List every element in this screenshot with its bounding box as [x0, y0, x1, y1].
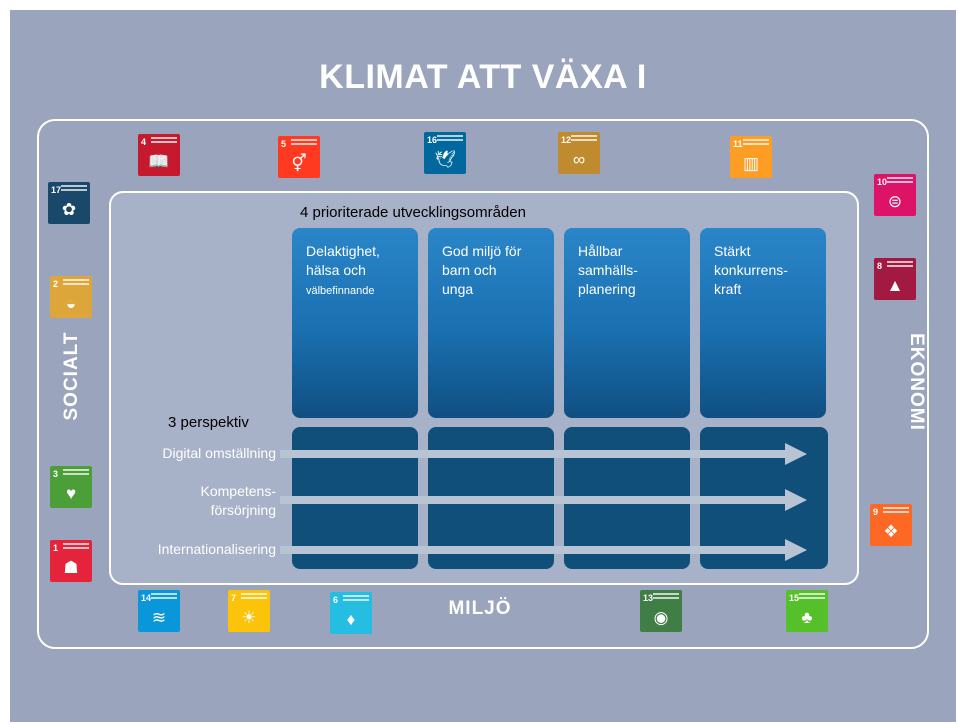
- sdg-1-tile: 1☗: [50, 540, 92, 582]
- priority-area-4: Stärkt konkurrens- kraft: [700, 228, 826, 418]
- arrow-digital: [280, 450, 785, 458]
- perspective-kompetens: Kompetens- försörjning: [200, 483, 276, 518]
- sdg-number: 7: [231, 593, 237, 603]
- gender-icon: ⚥: [291, 154, 307, 173]
- priority-area-1: Delaktighet, hälsa och välbefinnande: [292, 228, 418, 418]
- sdg-number: 11: [733, 139, 743, 149]
- sdg-11-tile: 11 ▥: [730, 136, 772, 178]
- sdg-7-tile: 7☀: [228, 590, 270, 632]
- sdg-caption-lines: [291, 139, 317, 141]
- arrowhead-digital: [785, 443, 807, 465]
- water-icon: ♦: [346, 610, 356, 629]
- sdg-number: 2: [53, 279, 59, 289]
- sdg-number: 15: [789, 593, 800, 603]
- priority-area-label: God miljö för barn och unga: [442, 243, 522, 297]
- sdg-6-tile: 6♦: [330, 592, 372, 634]
- sdg-number: 12: [561, 135, 572, 145]
- sdg-caption-lines: [151, 593, 177, 595]
- slide-background: KLIMAT ATT VÄXA I SOCIALT EKONOMI MILJÖ …: [10, 10, 956, 722]
- city-icon: ▥: [742, 154, 760, 173]
- bowl-icon: ◒: [65, 294, 77, 313]
- growth-icon: ▲: [886, 276, 904, 295]
- arrow-internationalisering: [280, 546, 785, 554]
- sustainability-frame: [37, 119, 929, 649]
- sdg-caption-lines: [151, 137, 177, 139]
- sdg-number: 10: [877, 177, 888, 187]
- sdg-caption-lines: [799, 593, 825, 595]
- sdg-caption-lines: [63, 469, 89, 471]
- priority-area-3: Hållbar samhälls- planering: [564, 228, 690, 418]
- sdg-5-tile: 5⚥: [278, 136, 320, 178]
- heartbeat-icon: ♥: [65, 484, 77, 503]
- sdg-caption-lines: [887, 261, 913, 263]
- arrow-kompetens: [280, 496, 785, 504]
- perspective-digital: Digital omställning: [162, 445, 276, 461]
- sdg-number: 13: [643, 593, 654, 603]
- sdg-number: 3: [53, 469, 59, 479]
- perspective-internationalisering: Internationalisering: [157, 541, 276, 557]
- priority-area-2: God miljö för barn och unga: [428, 228, 554, 418]
- flower-icon: ✿: [61, 200, 77, 219]
- ekonomi-label: EKONOMI: [906, 333, 927, 431]
- sdg-number: 5: [281, 139, 287, 149]
- dove-icon: 🕊: [434, 150, 456, 169]
- perspective-heading: 3 perspektiv: [168, 414, 249, 431]
- sdg-number: 8: [877, 261, 883, 271]
- arrowhead-internationalisering: [785, 539, 807, 561]
- sdg-caption-lines: [63, 279, 89, 281]
- sdg-caption-lines: [61, 185, 87, 187]
- sdg-10-tile: 10 ⊜: [874, 174, 916, 216]
- sun-icon: ☀: [241, 608, 257, 627]
- priority-heading: 4 prioriterade utvecklingsområden: [300, 204, 526, 221]
- sdg-12-tile: 12∞: [558, 132, 600, 174]
- sdg-number: 1: [53, 543, 59, 553]
- sdg-caption-lines: [887, 177, 913, 179]
- sdg-number: 6: [333, 595, 339, 605]
- sdg-caption-lines: [653, 593, 679, 595]
- sdg-caption-lines: [571, 135, 597, 137]
- sdg-number: 4: [141, 137, 147, 147]
- sdg-number: 16: [427, 135, 438, 145]
- book-icon: 📖: [148, 152, 170, 171]
- priority-area-label: Stärkt konkurrens- kraft: [714, 243, 788, 297]
- sdg-15-tile: 15♣: [786, 590, 828, 632]
- sdg-13-tile: 13 ◉: [640, 590, 682, 632]
- infinity-icon: ∞: [572, 150, 586, 169]
- sdg-number: 17: [51, 185, 62, 195]
- sdg-caption-lines: [343, 595, 369, 597]
- cubes-icon: ❖: [883, 522, 899, 541]
- tree-icon: ♣: [801, 608, 813, 627]
- arrowhead-kompetens: [785, 489, 807, 511]
- sdg-2-tile: 2◒: [50, 276, 92, 318]
- priority-area-label: Delaktighet, hälsa och välbefinnande: [306, 243, 380, 297]
- sdg-4-tile: 4📖: [138, 134, 180, 176]
- sdg-caption-lines: [241, 593, 267, 595]
- sdg-14-tile: 14 ≋: [138, 590, 180, 632]
- sdg-caption-lines: [437, 135, 463, 137]
- sdg-caption-lines: [883, 507, 909, 509]
- sdg-16-tile: 16 🕊: [424, 132, 466, 174]
- socialt-label: SOCIALT: [61, 331, 82, 421]
- sdg-caption-lines: [743, 139, 769, 141]
- miljo-label: MILJÖ: [448, 598, 512, 619]
- family-icon: ☗: [63, 558, 79, 577]
- slide-title: KLIMAT ATT VÄXA I: [319, 58, 647, 96]
- priority-area-label: Hållbar samhälls- planering: [578, 243, 638, 297]
- eye-icon: ◉: [653, 608, 669, 627]
- sdg-caption-lines: [63, 543, 89, 545]
- sdg-8-tile: 8▲: [874, 258, 916, 300]
- fish-icon: ≋: [151, 608, 167, 627]
- sdg-9-tile: 9❖: [870, 504, 912, 546]
- sdg-17-tile: 17 ✿: [48, 182, 90, 224]
- sdg-number: 14: [141, 593, 152, 603]
- sdg-number: 9: [873, 507, 879, 517]
- sdg-3-tile: 3♥: [50, 466, 92, 508]
- equality-icon: ⊜: [887, 192, 903, 211]
